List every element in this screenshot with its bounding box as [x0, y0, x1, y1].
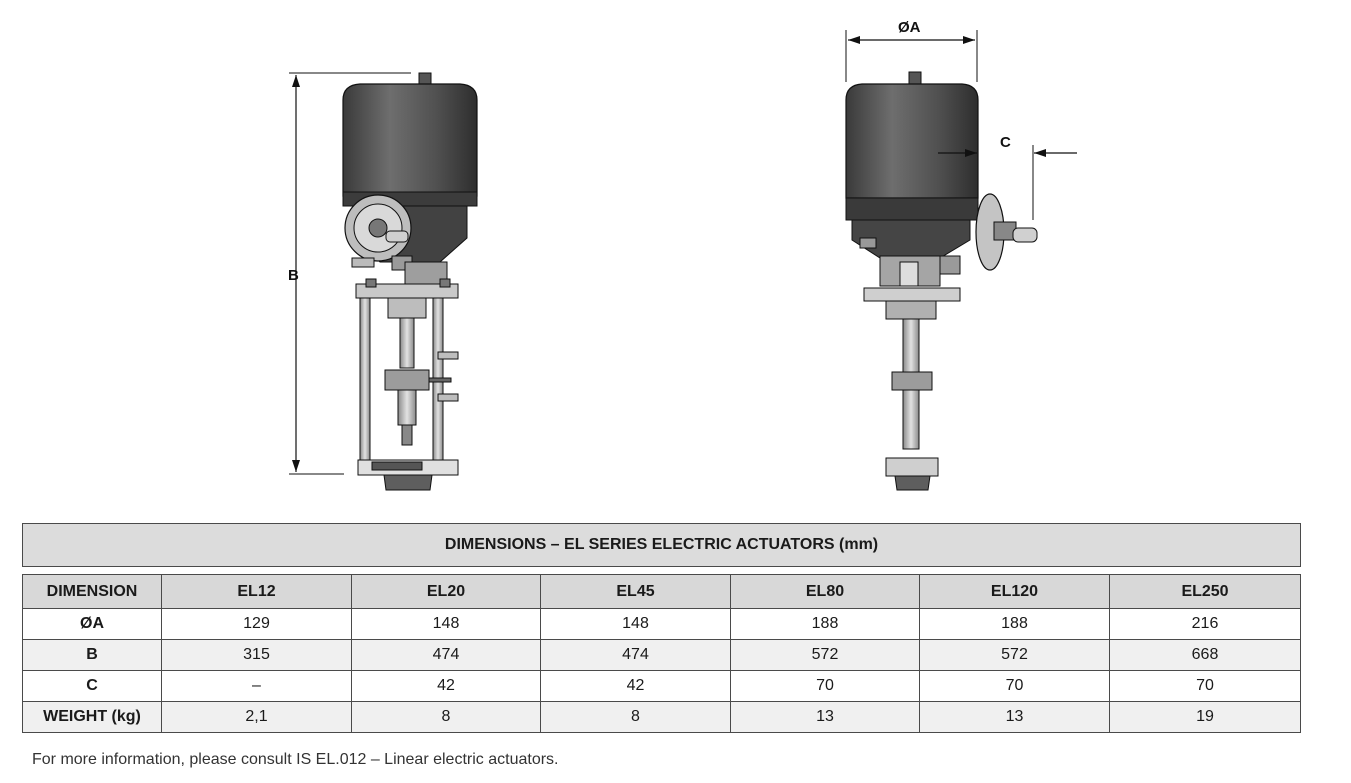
table-row: B 315 474 474 572 572 668 — [22, 639, 1302, 671]
table-cell: 188 — [730, 608, 920, 640]
table-cell: 19 — [1108, 701, 1302, 733]
table-cell: 474 — [540, 639, 731, 671]
table-cell: 572 — [919, 639, 1110, 671]
column-header: EL12 — [161, 574, 352, 609]
table-header-row: DIMENSION EL12 EL20 EL45 EL80 EL120 EL25… — [22, 574, 1302, 609]
column-header: EL20 — [351, 574, 541, 609]
dimensions-table: DIMENSIONS – EL SERIES ELECTRIC ACTUATOR… — [21, 523, 1302, 733]
table-cell: 129 — [161, 608, 352, 640]
column-header: EL120 — [919, 574, 1110, 609]
label-b: B — [288, 267, 299, 284]
label-c: C — [1000, 134, 1011, 151]
table-cell: 148 — [351, 608, 541, 640]
footnote: For more information, please consult IS … — [32, 751, 559, 768]
table-cell: 8 — [540, 701, 731, 733]
table-cell: 70 — [1108, 670, 1302, 702]
row-label: ØA — [22, 608, 162, 640]
actuator-dimension-drawing: B ØA C — [288, 19, 1077, 491]
table-cell: 13 — [919, 701, 1110, 733]
table-row: WEIGHT (kg) 2,1 8 8 13 13 19 — [22, 701, 1302, 733]
column-header: EL45 — [540, 574, 731, 609]
table-cell: 315 — [161, 639, 352, 671]
table-cell: 572 — [730, 639, 920, 671]
column-header: EL80 — [730, 574, 920, 609]
table-title: DIMENSIONS – EL SERIES ELECTRIC ACTUATOR… — [21, 523, 1302, 567]
table-cell: 13 — [730, 701, 920, 733]
table-cell: 216 — [1108, 608, 1302, 640]
table-cell: 188 — [919, 608, 1110, 640]
table-cell: 474 — [351, 639, 541, 671]
column-header: EL250 — [1108, 574, 1302, 609]
table-cell: 8 — [351, 701, 541, 733]
row-label: B — [22, 639, 162, 671]
table-row: ØA 129 148 148 188 188 216 — [22, 608, 1302, 640]
table-cell: 42 — [540, 670, 731, 702]
label-a: ØA — [898, 19, 921, 36]
actuator-front-view — [845, 71, 1038, 491]
table-cell: 42 — [351, 670, 541, 702]
row-label: WEIGHT (kg) — [22, 701, 162, 733]
dimension-c: C — [938, 134, 1077, 220]
table-cell: – — [161, 670, 352, 702]
table-cell: 2,1 — [161, 701, 352, 733]
dimension-diameter-a: ØA — [845, 19, 978, 82]
table-cell: 70 — [919, 670, 1110, 702]
column-header: DIMENSION — [22, 574, 162, 609]
table-cell: 70 — [730, 670, 920, 702]
actuator-side-view — [342, 72, 478, 491]
dimension-b: B — [288, 72, 411, 475]
table-cell: 148 — [540, 608, 731, 640]
table-row: C – 42 42 70 70 70 — [22, 670, 1302, 702]
row-label: C — [22, 670, 162, 702]
table-cell: 668 — [1108, 639, 1302, 671]
